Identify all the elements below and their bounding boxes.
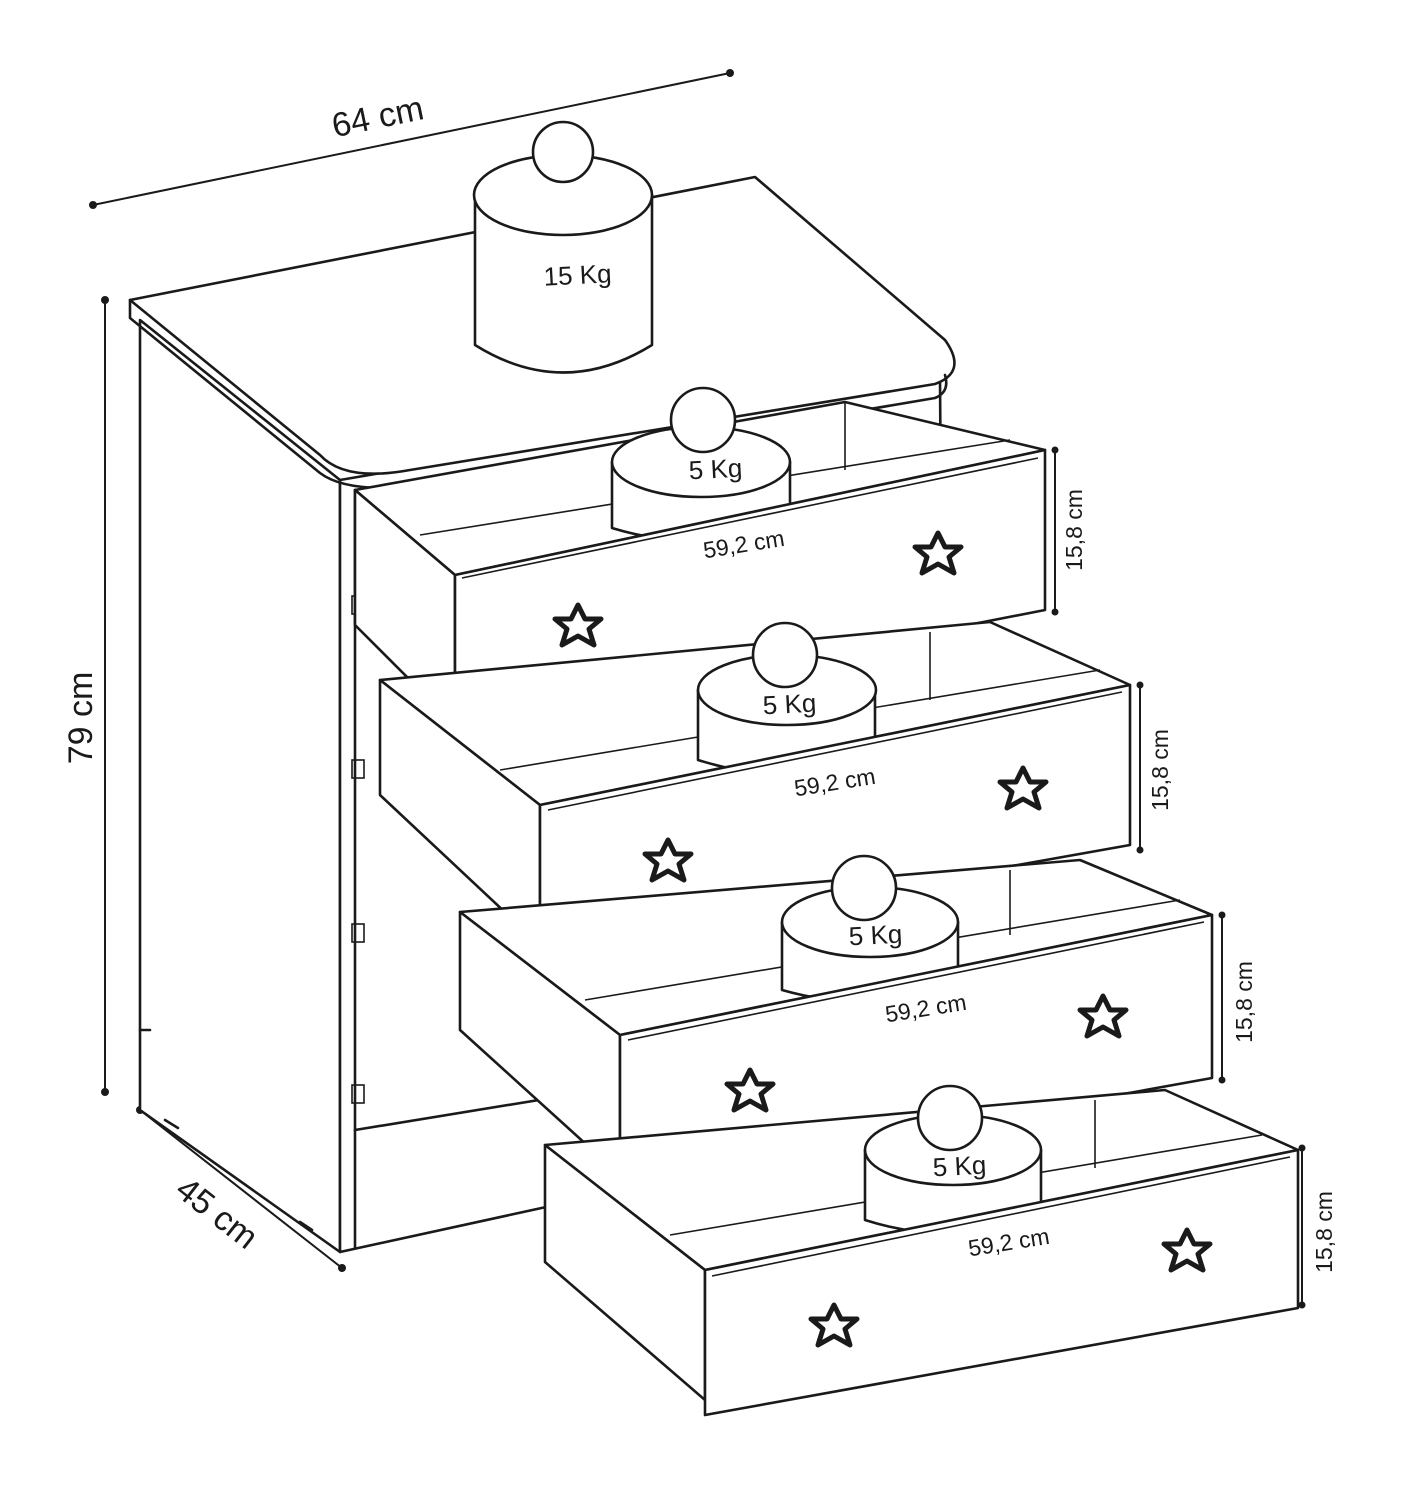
drawer-3[interactable]: 5 Kg 59,2 cm: [458, 854, 1214, 1187]
star-handle-icon[interactable]: [552, 602, 604, 648]
drawer-3-weight-label: 5 Kg: [848, 919, 903, 952]
weight-jar-icon: [531, 120, 595, 184]
star-handle-icon[interactable]: [1077, 993, 1129, 1039]
star-handle-icon[interactable]: [912, 530, 964, 576]
weight-jar-icon: [916, 1084, 984, 1152]
top-weight-label: 15 Kg: [543, 258, 612, 292]
width-label: 64 cm: [329, 89, 427, 145]
drawer-2[interactable]: 5 Kg 59,2 cm: [378, 620, 1132, 952]
star-handle-icon[interactable]: [1161, 1227, 1213, 1273]
drawer-4-weight-label: 5 Kg: [932, 1150, 987, 1183]
weight-jar-icon: [751, 621, 819, 689]
star-handle-icon[interactable]: [997, 765, 1049, 811]
drawer-3-height-label: 15,8 cm: [1231, 961, 1257, 1043]
star-handle-icon[interactable]: [642, 837, 694, 883]
drawer-4-height-dimension: 15,8 cm: [1298, 1144, 1337, 1309]
drawer-1-weight-label: 5 Kg: [688, 453, 743, 486]
drawer-1-height-dimension: 15,8 cm: [1051, 446, 1087, 616]
drawer-3-height-dimension: 15,8 cm: [1218, 911, 1257, 1084]
drawer-1-height-label: 15,8 cm: [1061, 489, 1087, 571]
weight-jar-icon: [669, 386, 737, 454]
top-weight: 15 Kg: [472, 120, 654, 374]
drawer-4-weight: 5 Kg: [863, 1084, 1043, 1236]
weight-jar-icon: [830, 854, 898, 922]
height-dimension: 79 cm: [62, 296, 109, 1096]
drawer-2-height-label: 15,8 cm: [1147, 729, 1173, 811]
star-handle-icon[interactable]: [808, 1302, 860, 1348]
drawer-2-weight-label: 5 Kg: [762, 688, 817, 721]
drawer-4[interactable]: 5 Kg 59,2 cm: [543, 1084, 1300, 1417]
star-handle-icon[interactable]: [724, 1067, 776, 1113]
drawer-1[interactable]: 5 Kg 59,2 cm: [353, 386, 1047, 727]
drawer-2-height-dimension: 15,8 cm: [1136, 681, 1173, 854]
drawer-2-weight: 5 Kg: [696, 621, 878, 776]
height-label: 79 cm: [62, 672, 100, 765]
drawer-4-height-label: 15,8 cm: [1311, 1191, 1337, 1273]
